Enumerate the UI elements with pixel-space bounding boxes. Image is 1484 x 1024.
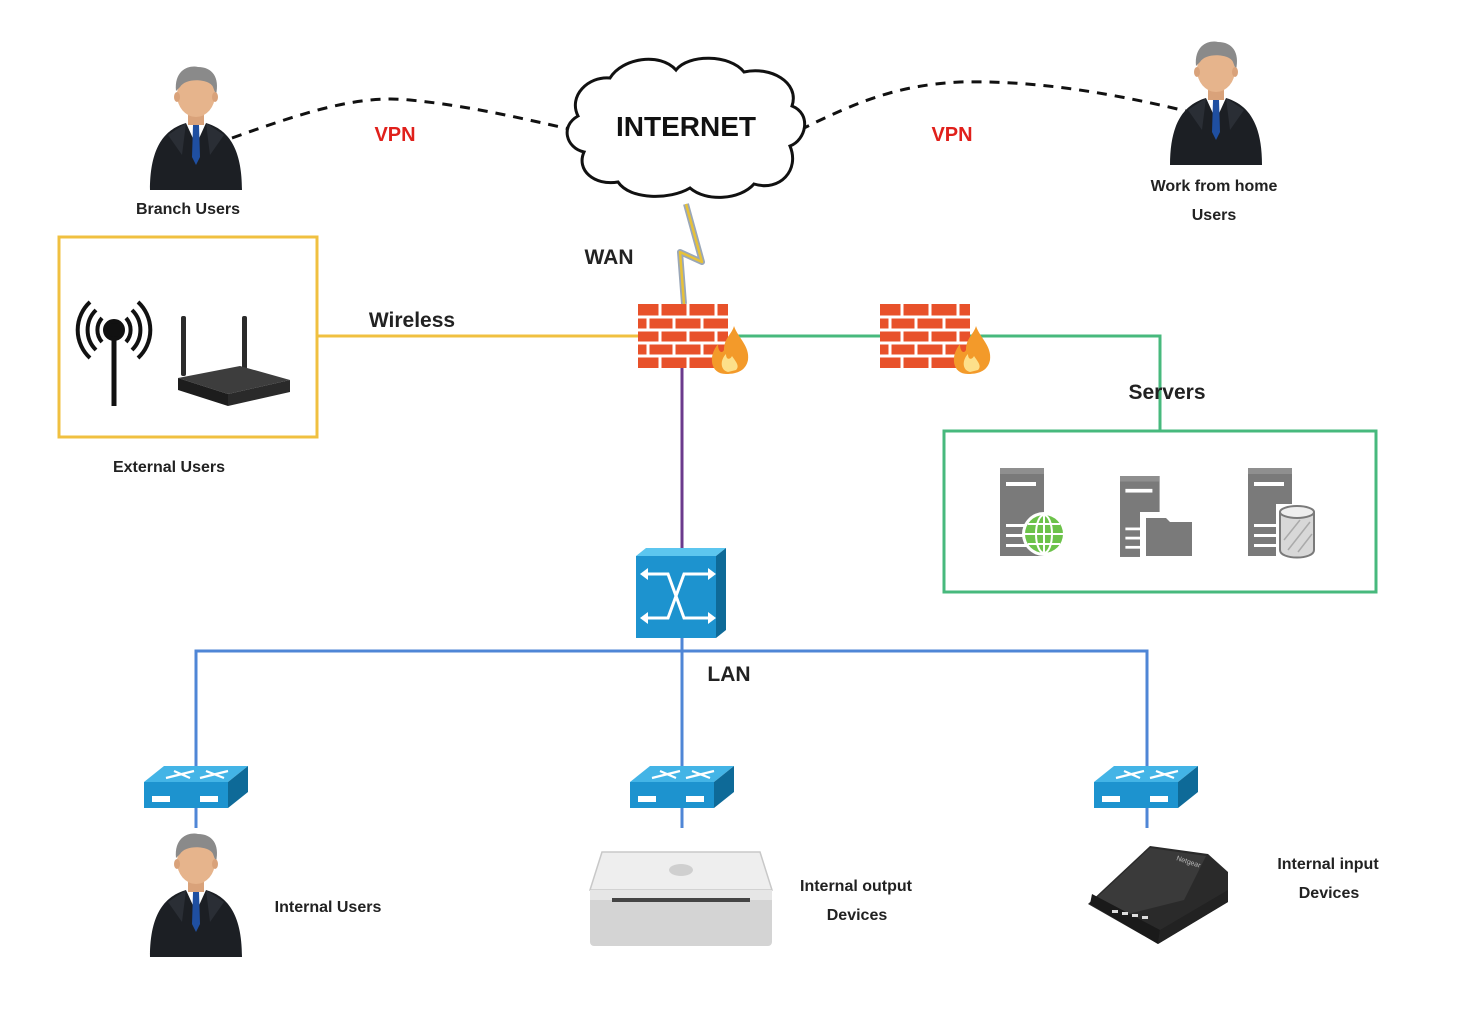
mac-mini-icon [588, 851, 774, 946]
lan-label: LAN [707, 663, 750, 686]
wireless-router-icon [178, 316, 290, 406]
network-switch-icon [142, 764, 250, 810]
database-server-icon [1248, 468, 1320, 560]
vpn-label-left: VPN [374, 124, 415, 146]
branch-users-label: Branch Users [136, 201, 240, 218]
lightning-bolt-icon [677, 203, 705, 305]
vpn-link-left [231, 97, 575, 140]
internal-output-label-line2: Devices [827, 907, 888, 924]
branch-user-person-icon [150, 66, 242, 190]
firewall-icon [878, 302, 992, 376]
internal-output-label-line1: Internal output [800, 878, 913, 895]
wfh-users-label-line1: Work from home [1151, 178, 1278, 195]
servers-label: Servers [1128, 381, 1205, 404]
internal-input-label-line1: Internal input [1277, 856, 1379, 873]
lan-links [194, 638, 1149, 828]
file-server-icon [1120, 476, 1194, 558]
servers-link [970, 334, 1162, 431]
network-switch-icon [628, 764, 736, 810]
firewall-icon [636, 302, 750, 376]
internet-label: INTERNET [616, 111, 756, 142]
vpn-label-right: VPN [931, 124, 972, 146]
modem-icon: Netgear [1088, 846, 1228, 944]
wfh-users-label-line2: Users [1192, 207, 1237, 224]
servers-box [942, 429, 1378, 594]
vpn-link-right [799, 80, 1191, 132]
network-switch-icon [1092, 764, 1200, 810]
internal-users-label: Internal Users [275, 899, 382, 916]
wfh-user-person-icon [1170, 41, 1262, 165]
internal-user-person-icon [150, 833, 242, 957]
core-switch-icon [636, 548, 726, 638]
web-server-icon [1000, 468, 1066, 556]
external-users-box [57, 235, 319, 439]
external-users-label: External Users [113, 459, 225, 476]
cloud-icon [565, 56, 807, 199]
wireless-label: Wireless [369, 309, 455, 332]
wan-label: WAN [585, 246, 634, 269]
internal-input-label-line2: Devices [1299, 885, 1360, 902]
antenna-icon [75, 300, 153, 406]
